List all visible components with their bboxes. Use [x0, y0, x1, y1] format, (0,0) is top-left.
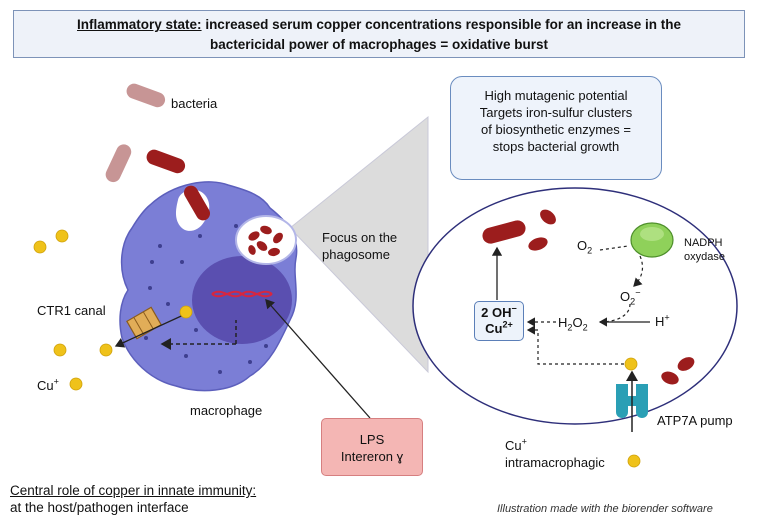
copper-ions: [33, 229, 641, 468]
header-line2: bactericidal power of macrophages = oxid…: [210, 37, 548, 52]
bacteria: [146, 149, 186, 174]
cu-plus-text: Cu: [37, 378, 54, 393]
cu2-sup: 2+: [502, 319, 513, 330]
cu-intra-line1: Cu+: [505, 437, 605, 454]
effects-infobox: High mutagenic potential Targets iron-su…: [450, 76, 662, 180]
focus-cone: [289, 115, 429, 374]
oh-text: 2 OH: [481, 305, 512, 320]
bacteria-faded: [105, 144, 132, 183]
header-lead: Inflammatory state:: [77, 17, 202, 32]
lps-line1: LPS: [359, 432, 385, 447]
o2m-text: O: [620, 289, 631, 304]
central-role-caption: Central role of copper in innate immunit…: [10, 482, 256, 516]
nucleus: [192, 256, 292, 344]
h2o2-label: H2O2: [558, 315, 588, 333]
h2o2-o: O: [572, 315, 583, 330]
nadph-label: NADPH oxydase: [684, 236, 725, 264]
phagosome-membrane: [412, 187, 738, 425]
h2o2-sub2: 2: [582, 322, 588, 333]
nadph-line2: oxydase: [684, 251, 725, 263]
o2m-sub: 2: [630, 296, 636, 307]
phagosome-bacteria: [248, 225, 283, 257]
cu-plus-sup: +: [53, 376, 59, 387]
atp7a-label: ATP7A pump: [657, 413, 733, 428]
macrophage-label: macrophage: [190, 403, 263, 418]
o2-sub: 2: [587, 245, 593, 256]
header-line1: increased serum copper concentrations re…: [201, 17, 681, 32]
superoxide-label: O2−: [620, 287, 641, 307]
header-banner: Inflammatory state: increased serum copp…: [13, 10, 745, 58]
central-line2: at the host/pathogen interface: [10, 500, 189, 515]
cu-intra-text: Cu: [505, 438, 522, 453]
central-line1: Central role of copper in innate immunit…: [10, 483, 257, 498]
focus-line2: phagosome: [322, 247, 390, 262]
ctr1-label: CTR1 canal: [37, 303, 106, 318]
infobox-line1: High mutagenic potential: [484, 88, 628, 103]
o2-label: O2: [577, 238, 593, 256]
bacteria-engulfed: [184, 185, 210, 221]
cu-plus-label: Cu+: [37, 376, 59, 394]
cu-intra-label: Cu+ intramacrophagic: [505, 437, 605, 471]
bacteria-label: bacteria: [171, 96, 218, 111]
oh-line: 2 OH−: [475, 303, 523, 321]
phagosome-small: [235, 215, 297, 265]
bacteria-legend-icon: [126, 83, 166, 108]
lps-line2: Intereron ɣ: [340, 449, 404, 464]
infobox-line4: stops bacterial growth: [492, 139, 620, 154]
infobox-line2: Targets iron-sulfur clusters: [479, 105, 633, 120]
infobox-line3: of biosynthetic enzymes =: [481, 122, 631, 137]
hplus-text: H: [655, 314, 665, 329]
phagosome-zoom-bacteria: [482, 209, 695, 385]
cu-intra-sup: +: [521, 436, 527, 447]
oh-sup: −: [511, 303, 517, 314]
credit-text: Illustration made with the biorender sof…: [497, 503, 713, 515]
hplus-label: H+: [655, 312, 670, 330]
o2m-sup: −: [635, 287, 641, 298]
focus-label: Focus on the phagosome: [322, 229, 397, 263]
lps-interferon-box: LPS Intereron ɣ: [321, 418, 423, 476]
cu2-line: Cu2+: [475, 319, 523, 337]
focus-line1: Focus on the: [322, 230, 398, 245]
nadph-line1: NADPH: [684, 237, 723, 249]
cu-intra-line2: intramacrophagic: [505, 455, 605, 470]
hplus-sup: +: [664, 312, 670, 323]
cu2-text: Cu: [485, 321, 503, 336]
ctr1-channel-icon: [126, 306, 162, 340]
h2o2-sub1: 2: [567, 322, 573, 333]
hydroxyl-copper-box: 2 OH− Cu2+: [474, 301, 524, 341]
h2o2-h: H: [558, 315, 568, 330]
o2-text: O: [577, 238, 588, 253]
